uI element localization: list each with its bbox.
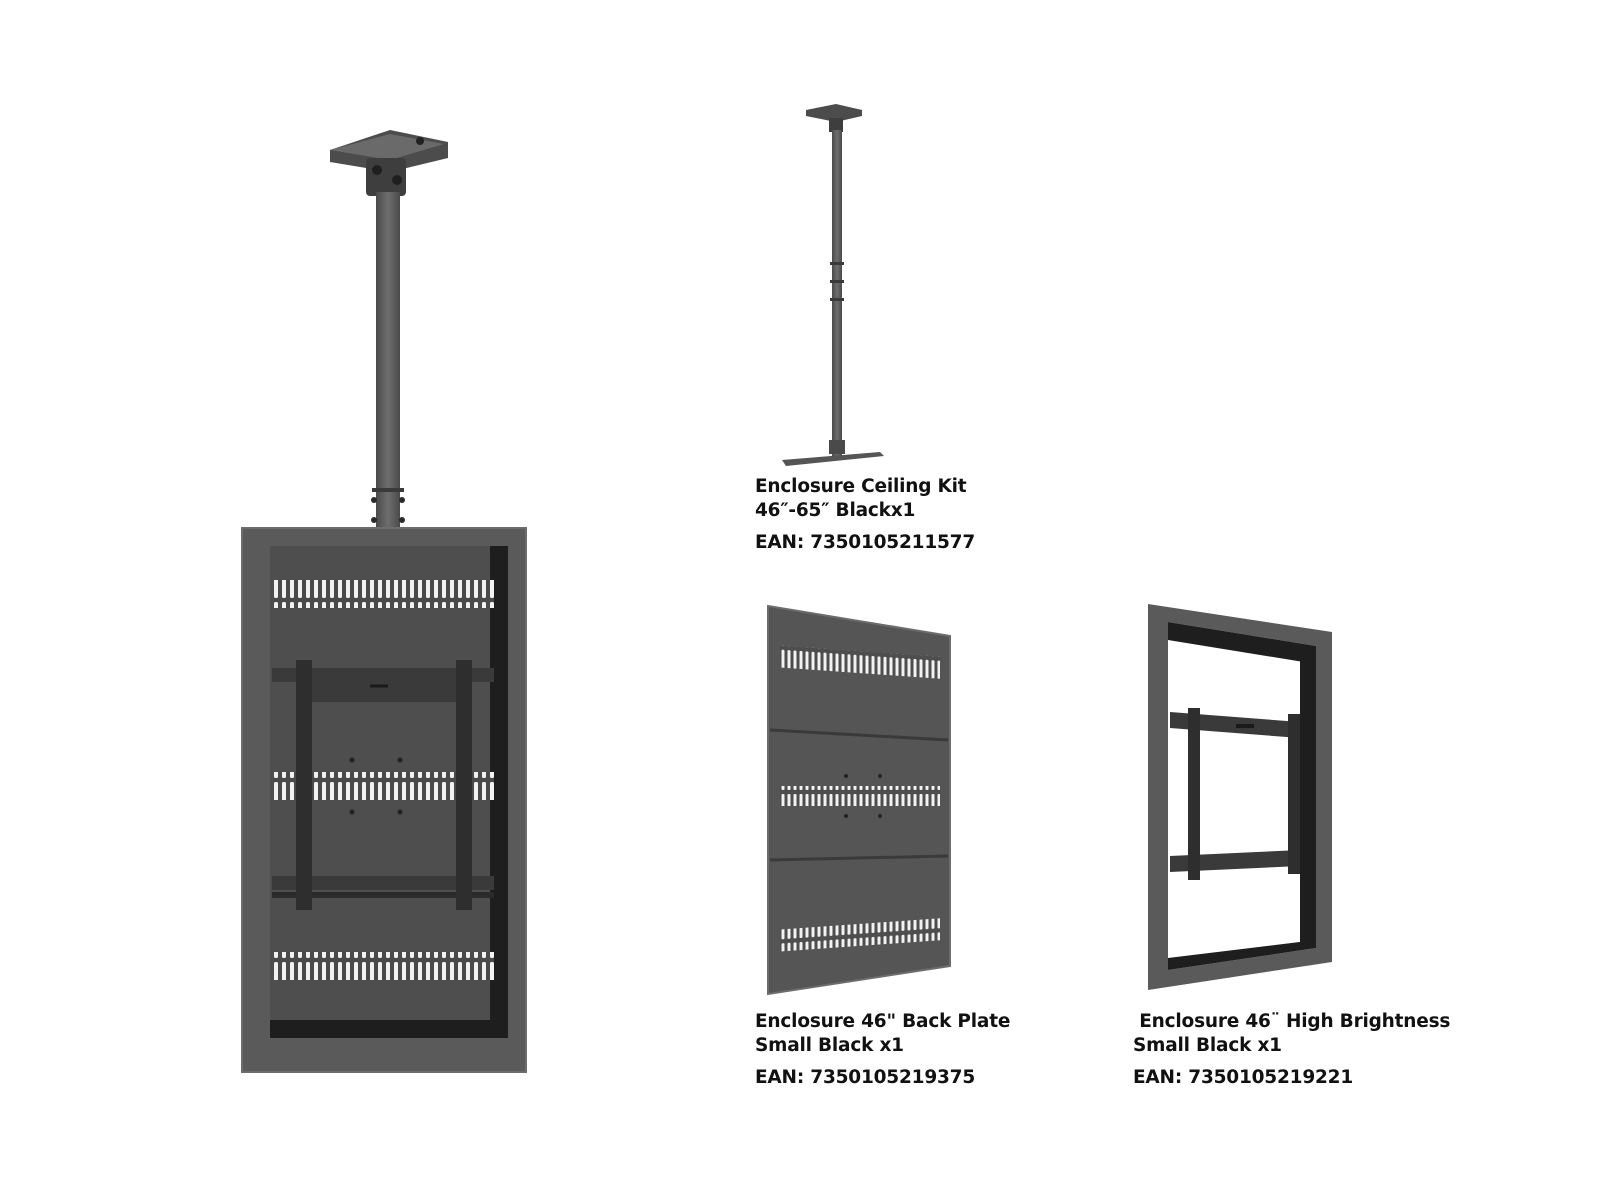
ceiling-mounted-enclosure-icon <box>241 130 527 1073</box>
product-name-line1: Enclosure 46" Back Plate <box>755 1011 1011 1032</box>
product-name-line2: Small Black x1 <box>755 1035 904 1056</box>
product-name-line1: Enclosure Ceiling Kit <box>755 476 967 497</box>
enclosure-frame-icon <box>1148 604 1332 990</box>
product-name-line2: 46″-65″ Blackx1 <box>755 500 916 521</box>
product-name-line1: Enclosure 46¨ High Brightness <box>1133 1011 1451 1032</box>
back-plate-icon <box>767 604 951 996</box>
product-ean: EAN: 7350105219221 <box>1133 1067 1354 1088</box>
ceiling-pole-icon <box>782 104 884 466</box>
product-label-ceiling-kit: Enclosure Ceiling Kit 46″-65″ Blackx1 EA… <box>755 475 975 555</box>
product-label-back-plate: Enclosure 46" Back Plate Small Black x1 … <box>755 1010 1010 1090</box>
product-label-high-brightness: Enclosure 46¨ High Brightness Small Blac… <box>1133 1010 1450 1090</box>
product-name-line2: Small Black x1 <box>1133 1035 1282 1056</box>
product-ean: EAN: 7350105211577 <box>755 532 976 553</box>
product-ean: EAN: 7350105219375 <box>755 1067 976 1088</box>
